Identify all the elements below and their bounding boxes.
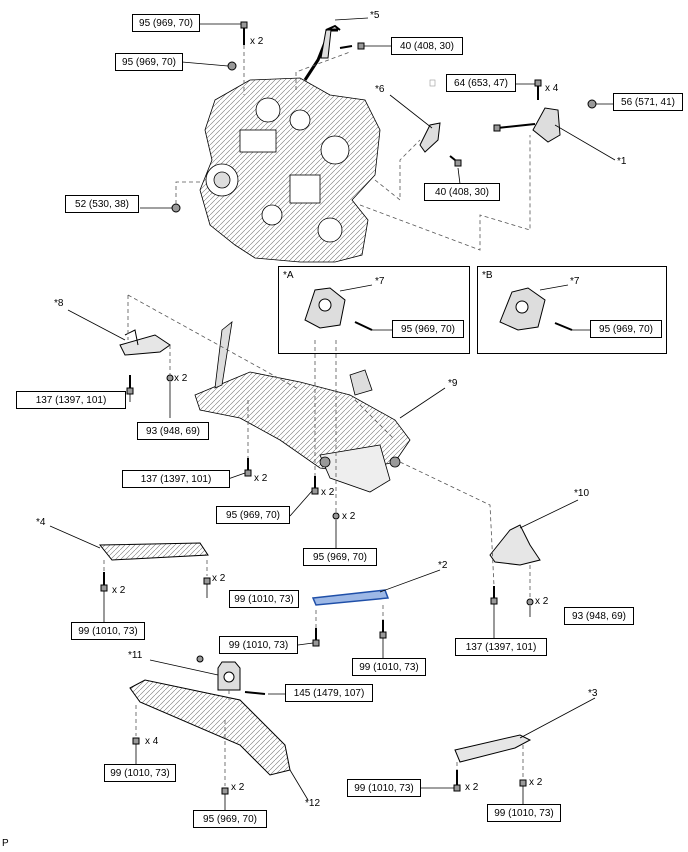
part-12-frame xyxy=(129,679,291,776)
torque-box: 95 (969, 70) xyxy=(193,810,267,828)
torque-box: 99 (1010, 73) xyxy=(347,779,421,797)
quantity-label: x 2 xyxy=(529,777,543,788)
quantity-label: x 4 xyxy=(145,736,159,747)
callout-label: *3 xyxy=(588,688,598,699)
callout-label: *10 xyxy=(574,488,590,499)
part-2-brace xyxy=(311,589,390,606)
leader-lines xyxy=(49,17,616,810)
part-10-bracket xyxy=(489,524,541,566)
part-6-bracket xyxy=(419,122,441,153)
figure-code: P xyxy=(2,838,9,849)
torque-box: 99 (1010, 73) xyxy=(219,636,298,654)
torque-box: 56 (571, 41) xyxy=(613,93,683,111)
quantity-label: x 2 xyxy=(250,36,264,47)
detail-b-frame xyxy=(477,266,667,354)
callout-label: *2 xyxy=(438,560,448,571)
alignment-dashes xyxy=(103,45,531,786)
torque-box: 99 (1010, 73) xyxy=(71,622,145,640)
callout-label: *1 xyxy=(617,156,627,167)
part-11-mount xyxy=(196,655,241,691)
detail-a-label: *A xyxy=(283,270,294,281)
callout-label: *8 xyxy=(54,298,64,309)
quantity-label: x 2 xyxy=(212,573,226,584)
quantity-label: x 2 xyxy=(342,511,356,522)
part-1-mount xyxy=(496,107,561,143)
torque-box: 40 (408, 30) xyxy=(391,37,463,55)
detail-a-frame xyxy=(278,266,470,354)
part-8-bracket xyxy=(119,329,171,356)
torque-box: 145 (1479, 107) xyxy=(285,684,373,702)
torque-box: 137 (1397, 101) xyxy=(122,470,230,488)
quantity-label: x 2 xyxy=(321,487,335,498)
fasteners-top xyxy=(171,21,597,213)
marker-icon xyxy=(429,79,436,87)
torque-box: 52 (530, 38) xyxy=(65,195,139,213)
part-3-brace xyxy=(454,734,532,763)
part-4-plate xyxy=(98,542,209,561)
torque-box: 95 (969, 70) xyxy=(303,548,377,566)
torque-box: 95 (969, 70) xyxy=(392,320,464,338)
quantity-label: x 2 xyxy=(174,373,188,384)
torque-box: 95 (969, 70) xyxy=(590,320,662,338)
quantity-label: x 2 xyxy=(112,585,126,596)
callout-label: *7 xyxy=(570,276,580,287)
callout-label: *4 xyxy=(36,517,46,528)
quantity-label: x 4 xyxy=(545,83,559,94)
callout-label: *11 xyxy=(128,650,143,661)
fasteners-lower xyxy=(100,374,534,795)
torque-box: 99 (1010, 73) xyxy=(104,764,176,782)
engine-assembly xyxy=(199,28,381,263)
quantity-label: x 2 xyxy=(465,782,479,793)
torque-box: 137 (1397, 101) xyxy=(16,391,126,409)
torque-box: 95 (969, 70) xyxy=(216,506,290,524)
torque-box: 137 (1397, 101) xyxy=(455,638,547,656)
quantity-label: x 2 xyxy=(231,782,245,793)
torque-box: 64 (653, 47) xyxy=(446,74,516,92)
quantity-label: x 2 xyxy=(535,596,549,607)
callout-label: *7 xyxy=(375,276,385,287)
callout-label: *9 xyxy=(448,378,458,389)
detail-a-art xyxy=(304,287,373,331)
torque-box: 95 (969, 70) xyxy=(132,14,200,32)
torque-box: 40 (408, 30) xyxy=(424,183,500,201)
torque-box: 93 (948, 69) xyxy=(137,422,209,440)
detail-b-label: *B xyxy=(482,270,493,281)
torque-box: 99 (1010, 73) xyxy=(229,590,299,608)
callout-label: *5 xyxy=(370,10,380,21)
torque-box: 95 (969, 70) xyxy=(115,53,183,71)
detail-b-art xyxy=(499,287,573,331)
part-5-bracket xyxy=(320,24,341,59)
quantity-label: x 2 xyxy=(254,473,268,484)
torque-box: 93 (948, 69) xyxy=(564,607,634,625)
torque-box: 99 (1010, 73) xyxy=(352,658,426,676)
crossmember-assembly xyxy=(194,321,411,493)
callout-label: *12 xyxy=(305,798,321,809)
callout-label: *6 xyxy=(375,84,385,95)
torque-box: 99 (1010, 73) xyxy=(487,804,561,822)
